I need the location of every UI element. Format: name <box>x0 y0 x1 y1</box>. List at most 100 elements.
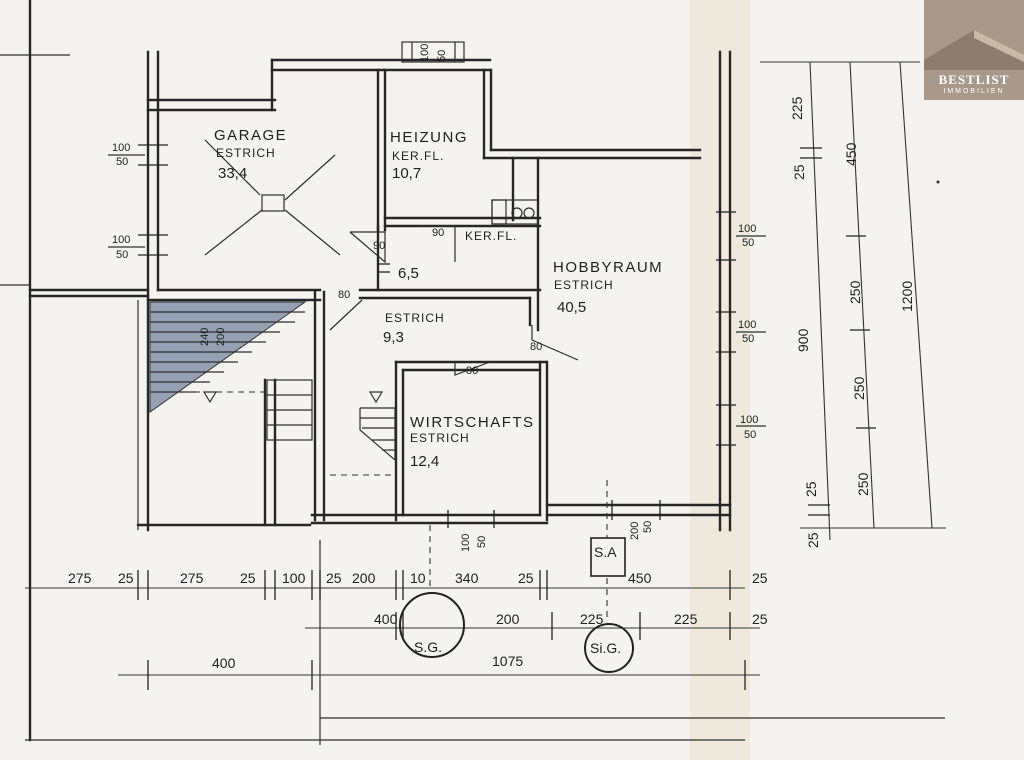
dim-row2-1: 200 <box>496 611 520 627</box>
dim-row1-2: 275 <box>180 570 204 586</box>
dim-mid-1: 250 <box>847 280 863 304</box>
dimension-right-outer: 1200 <box>899 61 933 529</box>
dim-right-4: 25 <box>805 532 821 548</box>
dim-row1-11: 25 <box>752 570 768 586</box>
dimension-row-3: 400 1075 <box>118 653 760 690</box>
window-7-sill: 50 <box>642 521 654 533</box>
outer-stair <box>266 379 313 441</box>
window-2-width: 100 <box>112 234 130 246</box>
brand-logo: BESTLIST IMMOBILIEN <box>924 0 1024 100</box>
dim-row1-0: 275 <box>68 570 92 586</box>
door-width-4: 80 <box>530 341 542 353</box>
door-width-5: 80 <box>466 365 478 377</box>
dim-right-0: 225 <box>789 96 805 120</box>
dim-row1-8: 340 <box>455 570 479 586</box>
room-hobbyraum-floor: ESTRICH <box>554 278 614 292</box>
room-wirtschafts: WIRTSCHAFTS ESTRICH 12,4 <box>410 414 535 470</box>
dim-mid-2: 250 <box>851 376 867 400</box>
garage-roof-lines <box>204 139 341 256</box>
room-heizung-name: HEIZUNG <box>390 129 468 146</box>
walls <box>28 50 732 532</box>
brand-subtitle: IMMOBILIEN <box>943 88 1005 95</box>
room-heizung: HEIZUNG KER.FL. 10,7 <box>390 129 468 182</box>
door-width-1: 90 <box>373 240 385 252</box>
room-flur-area: 9,3 <box>383 329 404 346</box>
dimension-row-1: 275 25 275 25 100 25 200 10 340 25 450 2… <box>25 570 768 600</box>
window-4-width: 100 <box>738 319 756 331</box>
window-2-sill: 50 <box>116 249 128 261</box>
dim-row1-6: 200 <box>352 570 376 586</box>
garage-ramp-hatch <box>149 301 307 413</box>
window-4-sill: 50 <box>742 333 754 345</box>
room-vorraum-area: 6,5 <box>398 265 419 282</box>
dim-outer-0: 1200 <box>899 281 915 312</box>
room-flur: ESTRICH 9,3 <box>383 311 445 346</box>
room-hobbyraum-area: 40,5 <box>557 299 586 316</box>
room-garage: GARAGE ESTRICH 33,4 <box>214 127 287 182</box>
dim-right-2: 900 <box>795 328 811 352</box>
room-vorraum-floor: KER.FL. <box>465 229 517 243</box>
window-1-sill: 50 <box>116 156 128 168</box>
room-wirtschafts-floor: ESTRICH <box>410 431 470 445</box>
room-wirtschafts-area: 12,4 <box>410 453 439 470</box>
dim-row2-3: 225 <box>674 611 698 627</box>
window-3-width: 100 <box>738 223 756 235</box>
dim-row1-5: 25 <box>326 570 342 586</box>
dim-mid-3: 250 <box>855 472 871 496</box>
top-window-width: 100 <box>419 44 431 62</box>
dim-row3-1: 1075 <box>492 653 523 669</box>
room-garage-area: 33,4 <box>218 165 247 182</box>
window-markers: 100 50 100 50 100 50 100 50 100 50 100 5… <box>108 142 766 552</box>
fixture-sig-label: Si.G. <box>590 640 621 656</box>
window-6-sill: 50 <box>476 536 488 548</box>
brand-name: BESTLIST <box>938 72 1010 87</box>
dim-row1-10: 450 <box>628 570 652 586</box>
dim-row3-0: 400 <box>212 655 236 671</box>
fixture-sg-label: S.G. <box>414 639 442 655</box>
garage-door-height: 200 <box>215 328 227 346</box>
fixture-sig: Si.G. <box>584 578 634 673</box>
dimension-right-inner: 225 25 900 25 25 <box>760 61 946 548</box>
door-width-2: 90 <box>432 227 444 239</box>
inner-stair <box>330 391 396 476</box>
room-hobbyraum-name: HOBBYRAUM <box>553 259 663 276</box>
room-vorraum: KER.FL. 6,5 <box>378 229 517 282</box>
dim-row1-1: 25 <box>118 570 134 586</box>
roof-icon <box>924 30 1024 70</box>
fixture-sa: S.A <box>590 480 626 577</box>
room-heizung-floor: KER.FL. <box>392 149 444 163</box>
room-garage-name: GARAGE <box>214 127 287 144</box>
window-6-width: 100 <box>460 534 472 552</box>
top-window: 100 50 <box>401 41 465 63</box>
dim-mid-0: 450 <box>843 142 859 166</box>
stray-dot <box>936 180 940 184</box>
dim-row2-4: 25 <box>752 611 768 627</box>
dim-right-3: 25 <box>803 481 819 497</box>
garage-door-width: 240 <box>199 328 211 346</box>
dim-row1-4: 100 <box>282 570 306 586</box>
room-hobbyraum: HOBBYRAUM ESTRICH 40,5 <box>553 259 663 316</box>
room-heizung-area: 10,7 <box>392 165 421 182</box>
top-window-sill: 50 <box>436 50 448 62</box>
room-garage-floor: ESTRICH <box>216 146 276 160</box>
window-7-width: 200 <box>629 522 641 540</box>
fixture-sg: S.G. <box>399 525 465 658</box>
dim-right-1: 25 <box>791 164 807 180</box>
dim-row1-7: 10 <box>410 570 426 586</box>
dim-row1-9: 25 <box>518 570 534 586</box>
dim-row1-3: 25 <box>240 570 256 586</box>
dimension-row-2: 400 200 225 225 25 <box>305 611 768 640</box>
window-1-width: 100 <box>112 142 130 154</box>
room-flur-floor: ESTRICH <box>385 311 445 325</box>
window-5-sill: 50 <box>744 429 756 441</box>
room-wirtschafts-name: WIRTSCHAFTS <box>410 414 535 431</box>
fixture-sa-label: S.A <box>594 544 617 560</box>
chimney <box>491 199 539 225</box>
door-swings <box>329 225 579 376</box>
window-3-sill: 50 <box>742 237 754 249</box>
dim-row2-0: 400 <box>374 611 398 627</box>
window-5-width: 100 <box>740 414 758 426</box>
dimension-right-mid: 450 250 250 250 <box>843 61 876 529</box>
door-width-3: 80 <box>338 289 350 301</box>
